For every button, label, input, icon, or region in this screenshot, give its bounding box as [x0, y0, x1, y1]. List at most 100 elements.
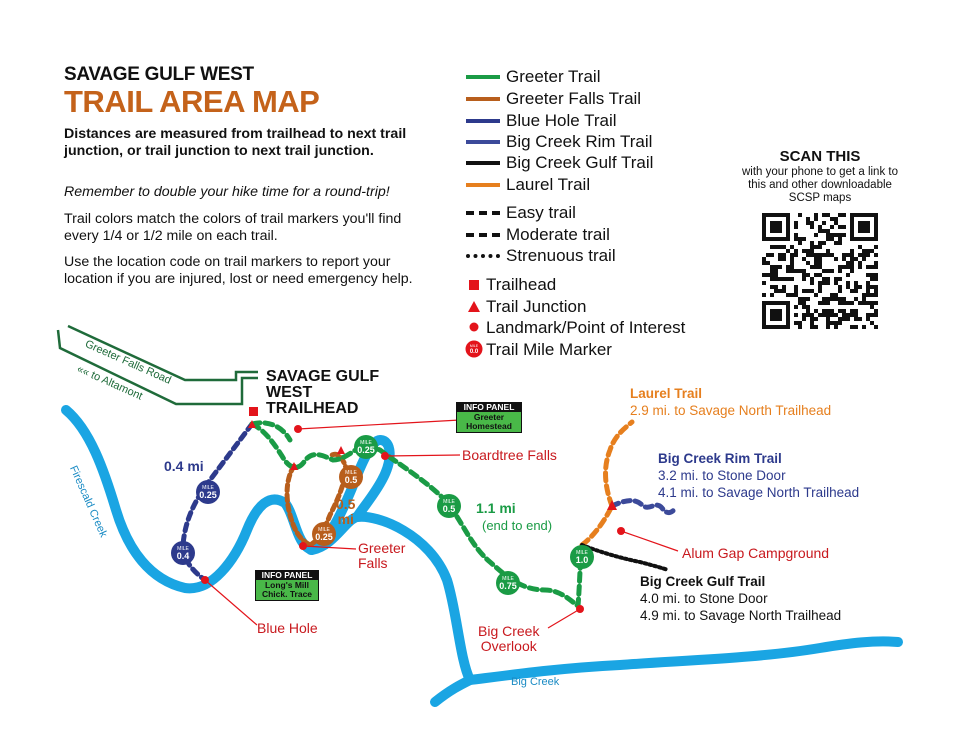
legend-label: Big Creek Rim Trail: [506, 132, 653, 151]
legend-dot: [469, 322, 479, 332]
legend-swatch: [466, 140, 500, 144]
legend-mile-marker: [465, 340, 483, 358]
info-panel-homestead: INFO PANEL Greeter Homestead: [456, 402, 522, 433]
mile-marker-circle: [312, 522, 336, 546]
greeter-falls-label-2: Falls: [358, 555, 388, 571]
info-panel-longs-mill: INFO PANEL Long's Mill Chick. Trace: [255, 570, 319, 601]
legend-label: Blue Hole Trail: [506, 111, 617, 130]
legend-swatch: [466, 161, 500, 165]
junction-triangle: [607, 500, 617, 510]
greeter-falls-distance: 0.5 mi: [336, 497, 355, 527]
blue-hole-distance: 0.4 mi: [164, 458, 204, 474]
title-line1: SAVAGE GULF WEST: [64, 64, 254, 85]
legend-label: Landmark/Point of Interest: [486, 318, 686, 337]
legend-label: Greeter Trail: [506, 67, 601, 86]
greeter-creek: [306, 435, 395, 555]
mile-marker-circle: [437, 494, 461, 518]
junction-triangle: [337, 446, 345, 454]
big-creek-label: Big Creek: [511, 676, 560, 688]
legend-swatch: [466, 75, 500, 79]
legend-swatch: [466, 183, 500, 187]
legend-label: Strenuous trail: [506, 246, 616, 265]
mile-marker-top: MILE: [177, 546, 189, 552]
legend-triangle: [468, 301, 480, 312]
trailhead-name: SAVAGE GULF WEST TRAILHEAD: [266, 369, 379, 417]
info-panel-line: Greeter: [473, 412, 505, 422]
info-panel-line: Chick. Trace: [261, 589, 313, 599]
desc-p4: Use the location code on trail markers t…: [64, 254, 413, 287]
trailhead-name-2: WEST: [266, 384, 313, 401]
big-creek: [430, 636, 903, 707]
info-panel-header: INFO PANEL: [457, 403, 521, 412]
mile-marker-top: MILE: [318, 527, 330, 533]
greeter-falls-label: Greeter Falls: [358, 541, 405, 571]
laurel-trail-line: [603, 419, 635, 509]
rim-trail-distance-1: 3.2 mi. to Stone Door: [658, 468, 786, 483]
mile-marker-top: MILE: [576, 550, 588, 556]
legend-label: Trailhead: [486, 275, 557, 294]
gulf-trail-callout: Big Creek Gulf Trail 4.0 mi. to Stone Do…: [640, 573, 841, 624]
info-panel-line: Long's Mill: [264, 580, 310, 590]
title-line2: TRAIL AREA MAP: [64, 84, 320, 119]
junction-triangle: [290, 462, 298, 470]
mile-marker-circle: [339, 465, 363, 489]
mile-marker-value: 0.25: [315, 532, 333, 542]
blue-hole-trail-line: [180, 421, 255, 583]
trailhead-name-3: TRAILHEAD: [266, 400, 359, 417]
mile-marker-circle: [354, 435, 378, 459]
legend-greeter-trail: Greeter Trail: [466, 66, 600, 88]
laurel-trail-name: Laurel Trail: [630, 386, 703, 401]
laurel-connector: [579, 503, 615, 548]
mile-marker-top: MILE: [443, 499, 455, 505]
mile-marker-circle: [171, 541, 195, 565]
scan-desc: with your phone to get a link to this an…: [742, 166, 898, 204]
legend-strenuous: Strenuous trail: [466, 245, 616, 267]
scan-title: SCAN THIS: [779, 148, 861, 165]
mile-marker-value: 0.25: [199, 490, 217, 500]
legend-label: Trail Junction: [486, 297, 587, 316]
legend-mile-top: MILE: [470, 344, 479, 348]
legend-swatch: [466, 211, 500, 215]
legend-big-creek-rim-trail: Big Creek Rim Trail: [466, 131, 652, 153]
junction-triangle: [248, 420, 256, 428]
mile-marker-circle: [496, 571, 520, 595]
greeter-falls-road: [56, 329, 258, 406]
legend-swatch: [466, 97, 500, 101]
legend-moderate: Moderate trail: [466, 224, 610, 246]
legend-junction: Trail Junction: [486, 296, 586, 318]
mile-marker-value: 0.5: [345, 475, 358, 485]
legend-swatch: [466, 119, 500, 123]
desc-p2: Remember to double your hike time for a …: [64, 184, 390, 200]
trailhead-name-1: SAVAGE GULF: [266, 368, 380, 385]
legend-mile-marker-item: Trail Mile Marker: [486, 339, 612, 361]
laurel-trail-distance: 2.9 mi. to Savage North Trailhead: [630, 403, 832, 418]
big-creek-gulf-trail-line: [580, 543, 670, 572]
legend-mile-value: 0.0: [470, 349, 479, 355]
big-creek-rim-trail-line: [609, 498, 679, 516]
legend-square: [469, 280, 479, 290]
greeter-trail-note: (end to end): [482, 518, 553, 533]
mile-marker-top: MILE: [345, 470, 357, 476]
overlook-label-2: Overlook: [480, 638, 537, 654]
mile-marker-value: 0.25: [357, 445, 375, 455]
legend-swatch: [466, 233, 500, 237]
legend-label: Moderate trail: [506, 225, 610, 244]
overlook-label-1: Big Creek: [478, 623, 540, 639]
rim-trail-name: Big Creek Rim Trail: [658, 451, 782, 466]
gulf-trail-distance-2: 4.9 mi. to Savage North Trailhead: [640, 608, 842, 623]
info-panel-line: Homestead: [466, 421, 512, 431]
rim-trail-distance-2: 4.1 mi. to Savage North Trailhead: [658, 485, 860, 500]
desc-p3: Trail colors match the colors of trail m…: [64, 211, 402, 244]
mile-marker-top: MILE: [360, 440, 372, 446]
trailhead-marker: [249, 407, 258, 416]
greeter-falls-distance-unit: mi: [337, 511, 354, 527]
greeter-trail-distance: 1.1 mi: [476, 500, 516, 516]
